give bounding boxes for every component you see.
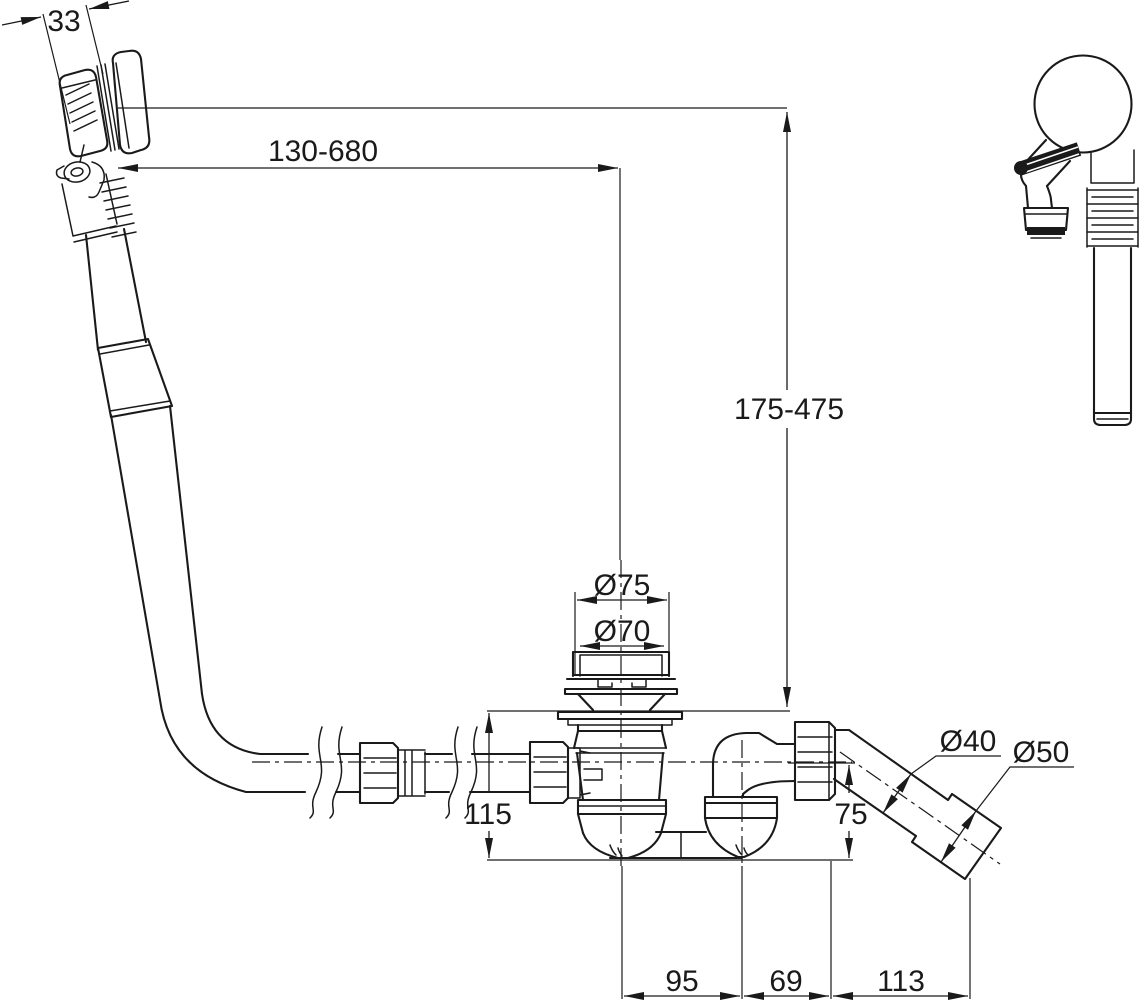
- dim-label-130-680: 130-680: [268, 135, 378, 168]
- dim-outlet-height: 75: [834, 765, 868, 858]
- compression-nut-waste: [528, 740, 603, 805]
- dim-outlet-pipe-dia: Ø40: [882, 725, 1001, 814]
- corrugated-hose: [1086, 187, 1139, 248]
- dim-overflow-vertical: 175-475: [734, 112, 844, 707]
- dome-shading-2: [735, 844, 749, 856]
- dim-label-75: 75: [834, 798, 867, 831]
- overflow-thread-ribs: [99, 177, 137, 238]
- dim-overflow-horizontal: 130-680: [118, 135, 618, 172]
- dim-plug-diameters: Ø75 Ø70: [574, 569, 670, 674]
- pipe-sleeve: [96, 337, 174, 419]
- overflow-side-view: [1014, 54, 1139, 427]
- overflow-pipe: [84, 227, 603, 819]
- dim-label-113: 113: [877, 965, 925, 998]
- dim-label-o70: Ø70: [594, 615, 651, 648]
- dim-outlet-coupling-dia: Ø50: [940, 736, 1074, 863]
- dim-label-175-475: 175-475: [734, 393, 844, 426]
- dim-label-33: 33: [47, 5, 80, 38]
- dim-label-o50: Ø50: [1013, 736, 1070, 769]
- waste-body: [556, 710, 684, 860]
- dim-label-95: 95: [665, 965, 698, 998]
- compression-nut-mid: [358, 741, 426, 805]
- dim-label-o40: Ø40: [940, 725, 997, 758]
- angled-fitting-side: [1014, 138, 1082, 239]
- dim-overflow-depth: 33: [1, 0, 130, 125]
- bayonet-slot-right: [631, 679, 647, 688]
- bayonet-slot-left: [597, 679, 613, 688]
- dim-label-o75: Ø75: [594, 569, 651, 602]
- reference-lines: [118, 107, 855, 861]
- elbow: [703, 720, 837, 859]
- rosette-face-circle: [1033, 54, 1133, 154]
- dim-label-69: 69: [769, 965, 802, 998]
- centerlines: [252, 168, 852, 866]
- elbow-outlet-nut: [793, 720, 837, 802]
- dim-waste-height: 115: [464, 713, 512, 858]
- rosette-knob-fins: [65, 83, 98, 132]
- dim-bottom-offsets: 95 69 113: [621, 861, 971, 1000]
- dome-shading: [609, 844, 623, 857]
- pipe-break-symbol: [309, 726, 343, 819]
- bottom-channel: [608, 830, 744, 860]
- overflow-rosette-front-view: [55, 49, 151, 243]
- dim-label-115: 115: [464, 798, 512, 831]
- hose-clamp-band: [1016, 142, 1082, 176]
